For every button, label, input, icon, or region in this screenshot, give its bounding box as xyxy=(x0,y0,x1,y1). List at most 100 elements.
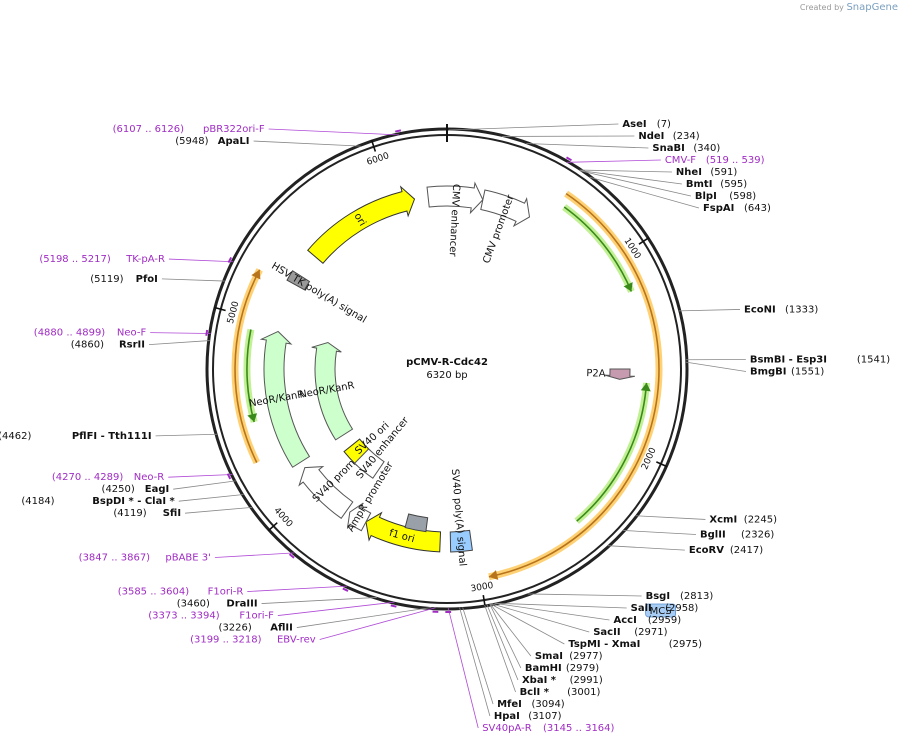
site-fspai[interactable]: FspAI(643) xyxy=(589,176,771,214)
site-ndei[interactable]: NdeI (234) xyxy=(502,131,700,142)
site-bmti[interactable]: BmtI(595) xyxy=(580,170,747,190)
mcs-badge[interactable]: MCS xyxy=(645,603,677,618)
site-hpai[interactable]: HpaI (3107) xyxy=(459,607,562,722)
site-nhei[interactable]: NheI(591) xyxy=(579,167,737,178)
site-tspmi-xmai[interactable]: TspMI - XmaI(2975) xyxy=(490,603,702,650)
site-name: MfeI xyxy=(497,699,522,710)
feature-f1-ori[interactable]: f1 ori xyxy=(365,511,442,553)
site-ebv-rev[interactable]: EBV-rev (3199 .. 3218) xyxy=(190,607,439,646)
site-position: (3199 .. 3218) xyxy=(190,635,262,646)
site-name: BclI * xyxy=(520,687,550,698)
site-bcli[interactable]: BclI *(3001) xyxy=(484,604,601,698)
site-name: TspMI - XmaI xyxy=(568,639,640,650)
site-aflii[interactable]: AflII(3226) xyxy=(219,607,432,634)
site-position: (4270 .. 4289) xyxy=(52,472,124,483)
site-name: AccI xyxy=(613,615,636,626)
site-bsgi[interactable]: BsgI(2813)MCS xyxy=(527,591,714,618)
site-ecorv[interactable]: EcoRV(2417) xyxy=(607,545,763,556)
site-name: FspAI xyxy=(703,203,734,214)
site-position: (5119) xyxy=(90,274,123,285)
site-position: (598) xyxy=(729,191,756,202)
site-snabi[interactable]: SnaBI (340) xyxy=(526,143,720,154)
site-rsrii[interactable]: RsrII(4860) xyxy=(71,340,210,351)
site-sfii[interactable]: SfiI(4119) xyxy=(113,506,253,519)
site-blpi[interactable]: BlpI(598) xyxy=(580,170,756,202)
site-position: (4860) xyxy=(71,340,104,351)
site-bamhi[interactable]: BamHI(2979) xyxy=(489,603,599,674)
site-pbr322ori-f[interactable]: pBR322ori-F(6107 .. 6126) xyxy=(113,124,402,136)
site-position: (3094) xyxy=(531,699,564,710)
orf-left-orange[interactable] xyxy=(231,268,263,465)
site-name: HpaI xyxy=(494,711,520,722)
feature-cmv-promoter[interactable]: CMV promoter xyxy=(480,189,531,265)
site-f1ori-r[interactable]: F1ori-R(3585 .. 3604) xyxy=(118,585,349,598)
site-tk-pa-r[interactable]: TK-pA-R(5198 .. 5217) xyxy=(39,254,234,265)
site-xcmi[interactable]: XcmI(2245) xyxy=(635,514,778,525)
feature-hsv-tk-polya[interactable]: HSV TK poly(A) signal xyxy=(269,261,368,326)
site-name: BmtI xyxy=(686,179,713,190)
site-sv40pa-r[interactable]: SV40pA-R(3145 .. 3164) xyxy=(445,607,615,734)
orf-left-green[interactable] xyxy=(243,328,258,423)
site-apali[interactable]: ApaLI(5948) xyxy=(175,136,361,147)
site-asei[interactable]: AseI(7) xyxy=(448,119,671,131)
feature-neor-kanr-inner[interactable]: NeoR/KanR xyxy=(298,341,355,441)
feature-sv40-polya-grey[interactable] xyxy=(404,513,429,533)
feature-ori[interactable]: ori xyxy=(307,185,416,264)
site-position: (1551) xyxy=(791,367,824,378)
site-econi[interactable]: EcoNI(1333) xyxy=(678,304,819,315)
site-xbai[interactable]: XbaI *(2991) xyxy=(486,604,603,686)
site-position: (2245) xyxy=(744,514,777,525)
site-position: (3145 .. 3164) xyxy=(543,723,615,734)
site-neo-r[interactable]: Neo-R (4270 .. 4289) xyxy=(52,472,233,483)
site-position: (3460) xyxy=(177,599,210,610)
site-bspdi-clai[interactable]: BspDI * - ClaI *(4184) xyxy=(21,494,244,507)
site-position: (3226) xyxy=(219,623,252,634)
site-name: ApaLI xyxy=(218,136,250,147)
site-draiii[interactable]: DraIII (3460) xyxy=(177,597,377,610)
site-name: SnaBI xyxy=(652,143,684,154)
feature-cmv-enhancer[interactable]: CMV enhancer xyxy=(426,181,484,258)
site-name: PfoI xyxy=(136,274,158,285)
tick-mark xyxy=(370,139,377,152)
site-name: NdeI xyxy=(638,131,664,142)
site-position: (4462) xyxy=(0,431,31,442)
site-position: (4250) xyxy=(102,484,135,495)
site-neo-f[interactable]: Neo-F(4880 .. 4899) xyxy=(34,328,211,339)
orf-inner-green-1[interactable] xyxy=(562,204,635,293)
site-cmv-f[interactable]: CMV-F(519 .. 539) xyxy=(565,155,765,166)
site-acci[interactable]: AccI (2959) xyxy=(494,602,681,626)
site-pbabe-3[interactable]: pBABE 3'(3847 .. 3867) xyxy=(79,552,295,563)
site-bmgbi[interactable]: BmgBI (1551) xyxy=(685,361,824,378)
site-position: (3107) xyxy=(528,711,561,722)
site-smai[interactable]: SmaI(2977) xyxy=(489,603,603,662)
site-bsmbi-esp3i[interactable]: BsmBI - Esp3I(1541) xyxy=(685,355,890,366)
tick-label: 3000 xyxy=(470,581,494,595)
site-name: EcoNI xyxy=(744,304,776,315)
site-position: (340) xyxy=(693,143,720,154)
site-f1ori-f[interactable]: F1ori-F (3373 .. 3394) xyxy=(148,601,397,622)
orf-inner-green-2[interactable] xyxy=(574,382,651,524)
site-pfoi[interactable]: PfoI (5119) xyxy=(90,274,225,285)
feature-sv40-polya-signal[interactable]: SV40 poly(A) signal xyxy=(449,468,473,567)
site-bglii[interactable]: BglII(2326) xyxy=(623,529,774,540)
site-sacii[interactable]: SacII(2971) xyxy=(491,603,668,638)
site-sali[interactable]: SalI(2958) xyxy=(494,602,699,614)
site-name: DraIII xyxy=(226,599,257,610)
feature-p2a[interactable]: P2A xyxy=(586,368,635,380)
site-position: (2959) xyxy=(648,615,681,626)
site-eagi[interactable]: EagI(4250) xyxy=(102,480,236,495)
site-position: (234) xyxy=(673,131,700,142)
site-name: SfiI xyxy=(163,508,181,519)
tick-label: 6000 xyxy=(366,151,391,168)
site-position: (3373 .. 3394) xyxy=(148,611,220,622)
site-name: F1ori-F xyxy=(239,611,274,622)
site-name: EBV-rev xyxy=(277,635,316,646)
site-name: XbaI * xyxy=(522,675,557,686)
orf-cdc42[interactable] xyxy=(488,190,663,581)
site-pflfi-tth111i[interactable]: PflFI - Tth111I(4462) xyxy=(0,431,218,442)
site-position: (4880 .. 4899) xyxy=(34,328,106,339)
site-name: BsgI xyxy=(646,591,670,602)
site-name: Neo-R xyxy=(134,472,165,483)
site-name: BmgBI xyxy=(750,367,787,378)
site-mfei[interactable]: MfeI (3094) xyxy=(462,607,565,710)
